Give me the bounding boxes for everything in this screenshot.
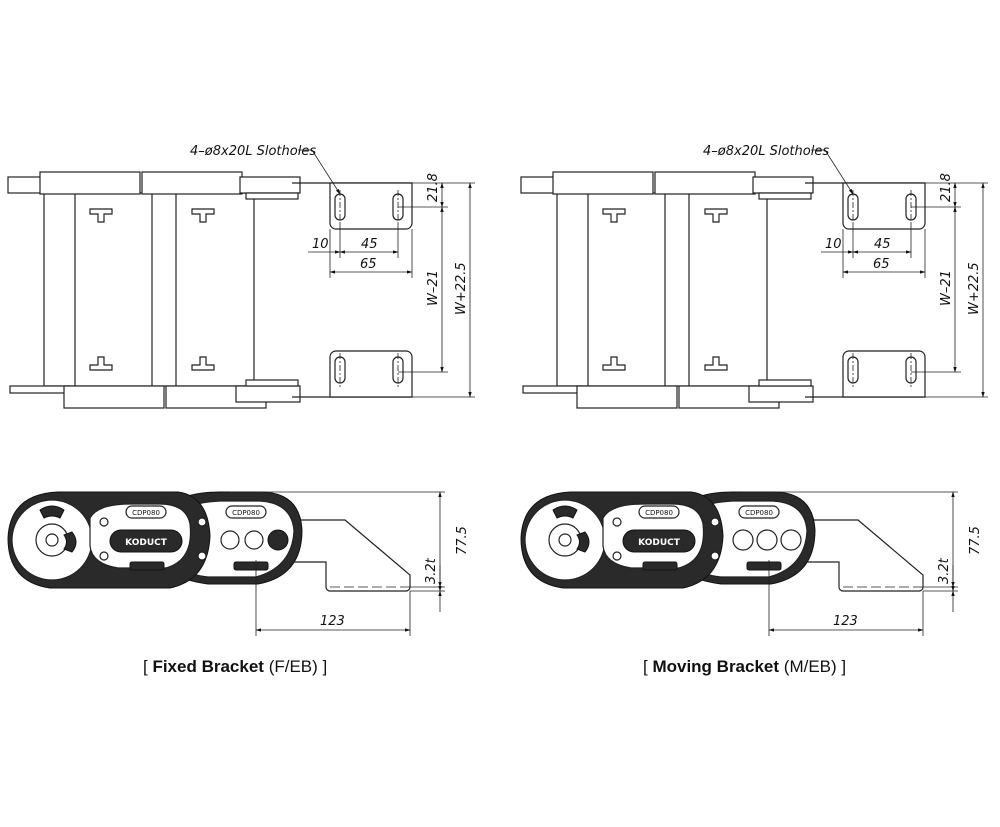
- dim-123: 123: [320, 614, 345, 629]
- dim-w-21: W–21: [939, 270, 954, 306]
- caption-close-bracket: ]: [317, 657, 328, 676]
- dim-w-22-5: W+22.5: [967, 262, 982, 315]
- model-marking: CDP080: [645, 509, 673, 517]
- model-marking: CDP080: [745, 509, 773, 517]
- dim-77-5: 77.5: [455, 526, 470, 555]
- slotholes-label: 4–ø8x20L Slotholes: [703, 144, 829, 159]
- moving-bracket-drawing: 4–ø8x20L Slotholes 10 45 65 21.8W–21 W+22.5 77…: [521, 144, 988, 636]
- dim-45: 45: [874, 237, 891, 252]
- moving-pin-detail: [732, 529, 802, 551]
- dim-21-8: 21.8: [939, 173, 954, 202]
- caption-close-bracket: ]: [836, 657, 847, 676]
- dim-77-5: 77.5: [968, 526, 983, 555]
- dim-10: 10: [825, 237, 842, 252]
- caption-title: Fixed Bracket: [152, 657, 264, 676]
- caption-title: Moving Bracket: [652, 657, 780, 676]
- dim-21-8: 21.8: [426, 173, 441, 202]
- dim-10: 10: [312, 237, 329, 252]
- brand-marking: KODUCT: [125, 538, 168, 548]
- brand-marking: KODUCT: [638, 538, 681, 548]
- caption-open-bracket: [: [643, 657, 653, 676]
- caption-code: (M/EB): [783, 657, 837, 676]
- slotholes-label: 4–ø8x20L Slotholes: [190, 144, 316, 159]
- fixed-pin-detail: [220, 529, 289, 551]
- dim-3-2t: 3.2t: [424, 557, 439, 584]
- dim-65: 65: [873, 257, 890, 272]
- dim-w-22-5: W+22.5: [454, 262, 469, 315]
- fixed-bracket-caption: [ Fixed Bracket (F/EB) ]: [143, 657, 327, 677]
- model-marking: CDP080: [132, 509, 160, 517]
- fixed-bracket-drawing: 4–ø8x20L Slotholes 10 45 65 21.8W–21 W+22.5 77…: [8, 144, 475, 636]
- dim-65: 65: [360, 257, 377, 272]
- dim-123: 123: [833, 614, 858, 629]
- dim-w-21: W–21: [426, 270, 441, 306]
- caption-open-bracket: [: [143, 657, 153, 676]
- moving-bracket-caption: [ Moving Bracket (M/EB) ]: [643, 657, 846, 677]
- dim-3-2t: 3.2t: [937, 557, 952, 584]
- dim-45: 45: [361, 237, 378, 252]
- caption-code: (F/EB): [268, 657, 318, 676]
- model-marking: CDP080: [232, 509, 260, 517]
